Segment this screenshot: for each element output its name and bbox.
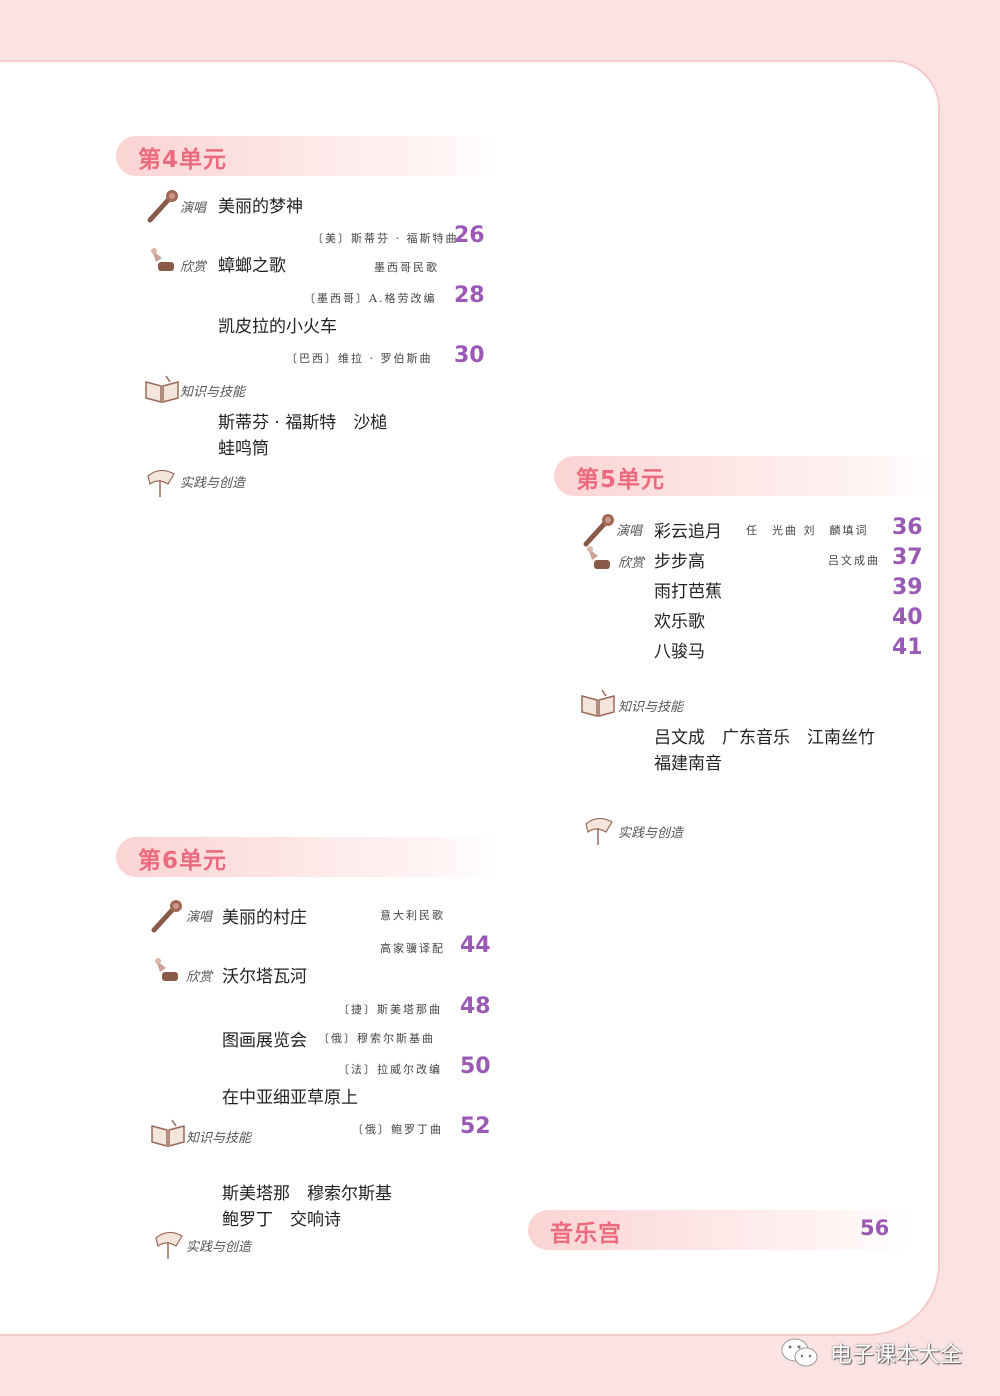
song-title[interactable]: 雨打芭蕉	[654, 582, 722, 602]
song-credit: 任 光曲 刘 麟填词	[746, 524, 869, 537]
practice-creation-label: 实践与创造	[180, 476, 246, 491]
page-number[interactable]: 52	[460, 1114, 491, 1139]
song-title[interactable]: 美丽的梦神	[218, 197, 303, 217]
knowledge-keywords: 鲍罗丁 交响诗	[222, 1210, 341, 1230]
practice-creation-label: 实践与创造	[186, 1240, 252, 1255]
song-credit: 〔墨西哥〕A.格劳改编	[304, 292, 437, 305]
singing-label: 演唱	[186, 910, 213, 925]
knowledge-keywords: 斯美塔那 穆索尔斯基	[222, 1184, 392, 1204]
listening-label: 欣赏	[186, 970, 213, 985]
listening-label: 欣赏	[618, 556, 645, 571]
page-number[interactable]: 26	[454, 223, 485, 248]
page-number[interactable]: 48	[460, 994, 491, 1019]
page-number[interactable]: 28	[454, 283, 485, 308]
gramophone-icon	[151, 248, 174, 271]
song-title[interactable]: 沃尔塔瓦河	[222, 967, 307, 987]
music-palace-title: 音乐宫	[550, 1221, 622, 1247]
gramophone-icon	[587, 546, 610, 569]
song-composer: 〔俄〕穆索尔斯基曲	[318, 1032, 435, 1045]
song-origin: 意大利民歌	[380, 909, 445, 922]
song-credit: 吕文成曲	[828, 554, 880, 567]
easel-icon	[585, 817, 613, 845]
song-title[interactable]: 蟑螂之歌	[218, 256, 286, 276]
page-number[interactable]: 40	[892, 605, 923, 630]
unit-title: 第5单元	[576, 467, 666, 493]
unit-5-header: 第5单元	[554, 456, 936, 496]
song-origin: 墨西哥民歌	[374, 261, 439, 274]
song-title[interactable]: 欢乐歌	[654, 612, 705, 632]
knowledge-skills-label: 知识与技能	[618, 700, 684, 715]
song-title[interactable]: 八骏马	[654, 642, 705, 662]
song-credit: 〔捷〕斯美塔那曲	[338, 1003, 442, 1016]
knowledge-keywords: 吕文成 广东音乐 江南丝竹	[654, 728, 875, 748]
page-number[interactable]: 36	[892, 515, 923, 540]
knowledge-keywords: 蛙鸣筒	[218, 439, 269, 459]
page-number[interactable]: 44	[460, 933, 491, 958]
page-number[interactable]: 37	[892, 545, 923, 570]
microphone-icon	[583, 514, 614, 547]
page-number[interactable]: 39	[892, 575, 923, 600]
song-title[interactable]: 图画展览会	[222, 1031, 307, 1051]
singing-label: 演唱	[180, 201, 207, 216]
song-credit: 高家骥译配	[380, 942, 445, 955]
knowledge-keywords: 福建南音	[654, 754, 722, 774]
song-credit: 〔法〕拉威尔改编	[338, 1063, 442, 1076]
page-number[interactable]: 41	[892, 635, 923, 660]
knowledge-keywords: 斯蒂芬 · 福斯特 沙槌	[218, 413, 388, 433]
song-credit: 〔美〕斯蒂芬 · 福斯特曲	[312, 232, 459, 245]
song-title[interactable]: 步步高	[654, 552, 705, 572]
page-number[interactable]: 30	[454, 343, 485, 368]
watermark: 电子课本大全	[780, 1336, 962, 1370]
song-credit: 〔巴西〕维拉 · 罗伯斯曲	[286, 352, 433, 365]
knowledge-skills-label: 知识与技能	[186, 1131, 252, 1146]
easel-icon	[147, 469, 175, 497]
page-number[interactable]: 56	[860, 1216, 890, 1240]
knowledge-skills-label: 知识与技能	[180, 385, 246, 400]
song-title[interactable]: 彩云追月	[654, 522, 722, 542]
listening-label: 欣赏	[180, 260, 207, 275]
unit-title: 第4单元	[138, 147, 228, 173]
unit-title: 第6单元	[138, 848, 228, 874]
singing-label: 演唱	[616, 524, 643, 539]
music-palace-header[interactable]: 音乐宫 56	[528, 1210, 910, 1250]
practice-creation-label: 实践与创造	[618, 826, 684, 841]
gramophone-icon	[155, 958, 178, 981]
page-number[interactable]: 50	[460, 1054, 491, 1079]
song-title[interactable]: 凯皮拉的小火车	[218, 317, 337, 337]
easel-icon	[155, 1231, 183, 1259]
microphone-icon	[151, 900, 182, 933]
book-icon	[581, 689, 615, 717]
watermark-text: 电子课本大全	[830, 1343, 963, 1368]
song-title[interactable]: 美丽的村庄	[222, 908, 307, 928]
toc-panel	[0, 60, 940, 1336]
unit-6-header: 第6单元	[116, 837, 500, 877]
book-icon	[145, 375, 179, 403]
wechat-icon	[781, 1338, 818, 1367]
song-title[interactable]: 在中亚细亚草原上	[222, 1088, 358, 1108]
song-credit: 〔俄〕鲍罗丁曲	[352, 1123, 443, 1136]
book-icon	[151, 1119, 185, 1147]
unit-4-header: 第4单元	[116, 136, 500, 176]
microphone-icon	[147, 190, 178, 223]
